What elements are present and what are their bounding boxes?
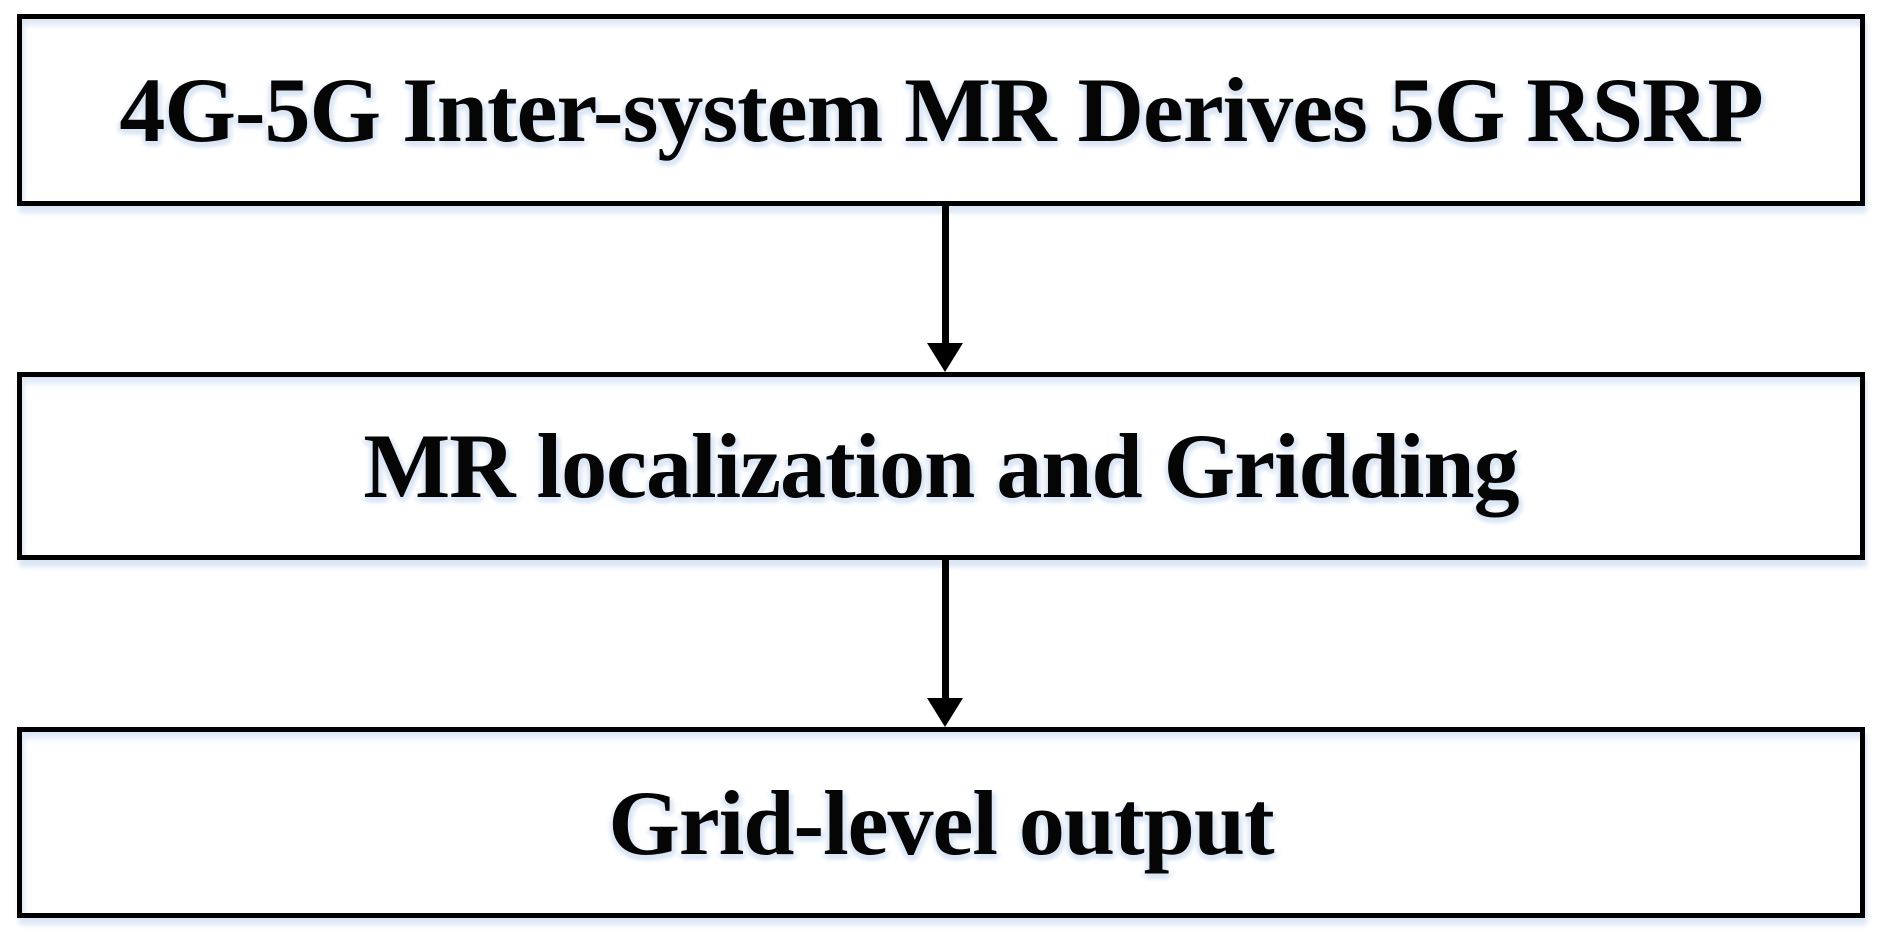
arrow-shaft bbox=[941, 560, 949, 699]
arrow-down-icon bbox=[927, 560, 963, 727]
flow-node-label: 4G-5G Inter-system MR Derives 5G RSRP bbox=[119, 59, 1763, 161]
flow-node-mr-localization: MR localization and Gridding bbox=[17, 372, 1865, 560]
flow-node-label: Grid-level output bbox=[608, 771, 1274, 874]
flow-node-grid-level-output: Grid-level output bbox=[17, 727, 1865, 918]
arrow-head bbox=[927, 343, 963, 372]
arrow-down-icon bbox=[927, 205, 963, 372]
arrow-head bbox=[927, 698, 963, 727]
flow-node-label: MR localization and Gridding bbox=[363, 415, 1519, 517]
flow-node-inter-system-mr: 4G-5G Inter-system MR Derives 5G RSRP bbox=[17, 14, 1865, 206]
arrow-shaft bbox=[941, 205, 949, 344]
